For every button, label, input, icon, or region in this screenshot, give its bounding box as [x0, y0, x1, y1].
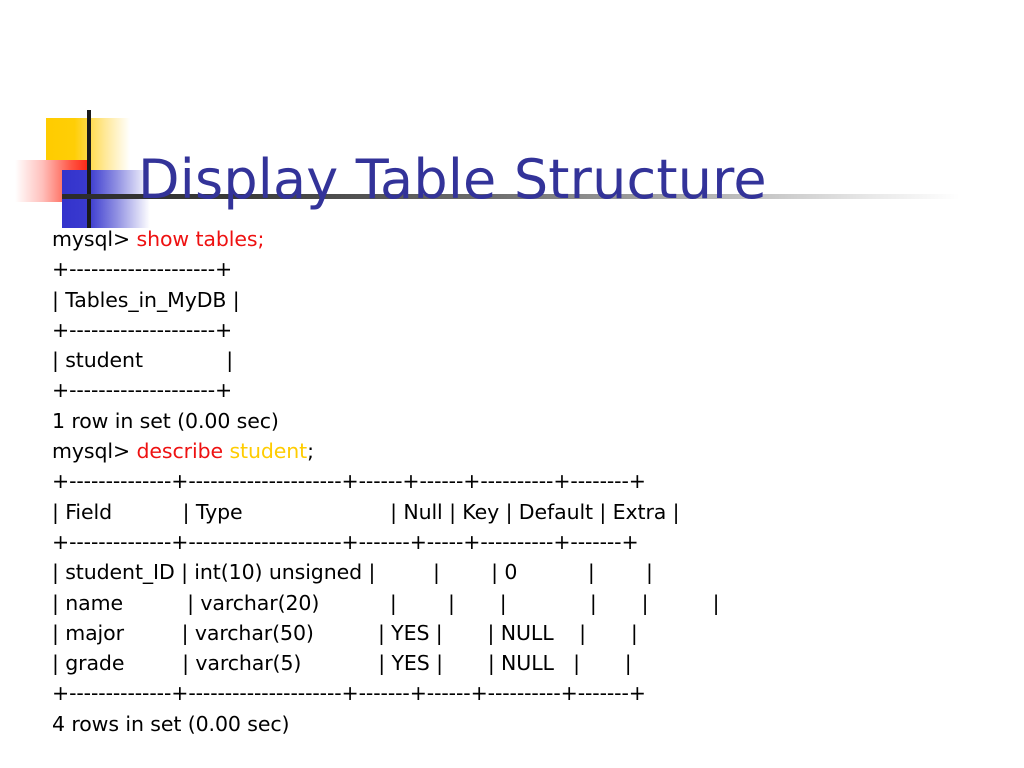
console-line: | grade | varchar(5) | YES | | NULL | |: [52, 648, 1017, 678]
console-line: +--------------------+: [52, 375, 1017, 405]
console-line: | name | varchar(20) | | | | | |: [52, 588, 1017, 618]
console-line: +--------------+---------------------+--…: [52, 678, 1017, 708]
console-token: 1 row in set (0.00 sec): [52, 408, 279, 433]
console-line: | Tables_in_MyDB |: [52, 285, 1017, 315]
console-line: 1 row in set (0.00 sec): [52, 406, 1017, 436]
console-line: mysql> show tables;: [52, 224, 1017, 254]
console-line: +--------------+---------------------+--…: [52, 466, 1017, 496]
console-token: +--------------------+: [52, 317, 233, 342]
console-line: mysql> describe student;: [52, 436, 1017, 466]
console-line: | student |: [52, 345, 1017, 375]
console-token: | Field | Type | Null | Key | Default | …: [52, 499, 680, 524]
console-line: 4 rows in set (0.00 sec): [52, 709, 1017, 739]
console-token: | student |: [52, 348, 234, 373]
console-line: | Field | Type | Null | Key | Default | …: [52, 497, 1017, 527]
console-transcript: mysql> show tables; +--------------------…: [52, 224, 1017, 739]
console-token: +--------------+---------------------+--…: [52, 681, 646, 706]
decoration-red-square: [15, 160, 87, 202]
decoration-blue-square: [62, 170, 150, 228]
decoration-yellow-square: [46, 118, 130, 174]
console-token: +--------------------+: [52, 257, 233, 282]
console-token: describe: [136, 439, 230, 464]
console-token: ;: [307, 439, 314, 464]
console-token: | grade | varchar(5) | YES | | NULL | |: [52, 651, 632, 676]
console-token: student: [229, 439, 308, 464]
console-token: | name | varchar(20) | | | | | |: [52, 590, 720, 615]
page-title: Display Table Structure: [138, 148, 767, 212]
console-line: +--------------------+: [52, 254, 1017, 284]
console-line: | student_ID | int(10) unsigned | | | 0 …: [52, 557, 1017, 587]
console-line: +--------------------+: [52, 315, 1017, 345]
console-token: mysql>: [52, 227, 137, 251]
console-token: +--------------+---------------------+--…: [52, 529, 639, 554]
console-token: show tables;: [136, 227, 265, 251]
console-token: | Tables_in_MyDB |: [52, 287, 240, 312]
console-token: +--------------------+: [52, 378, 233, 403]
console-token: +--------------+---------------------+--…: [52, 469, 646, 494]
decoration-vertical-rule: [87, 110, 91, 228]
console-token: 4 rows in set (0.00 sec): [52, 711, 290, 736]
console-line: | major | varchar(50) | YES | | NULL | |: [52, 618, 1017, 648]
console-token: mysql>: [52, 439, 137, 464]
console-token: | major | varchar(50) | YES | | NULL | |: [52, 620, 638, 645]
console-line: +--------------+---------------------+--…: [52, 527, 1017, 557]
console-token: | student_ID | int(10) unsigned | | | 0 …: [52, 560, 653, 585]
